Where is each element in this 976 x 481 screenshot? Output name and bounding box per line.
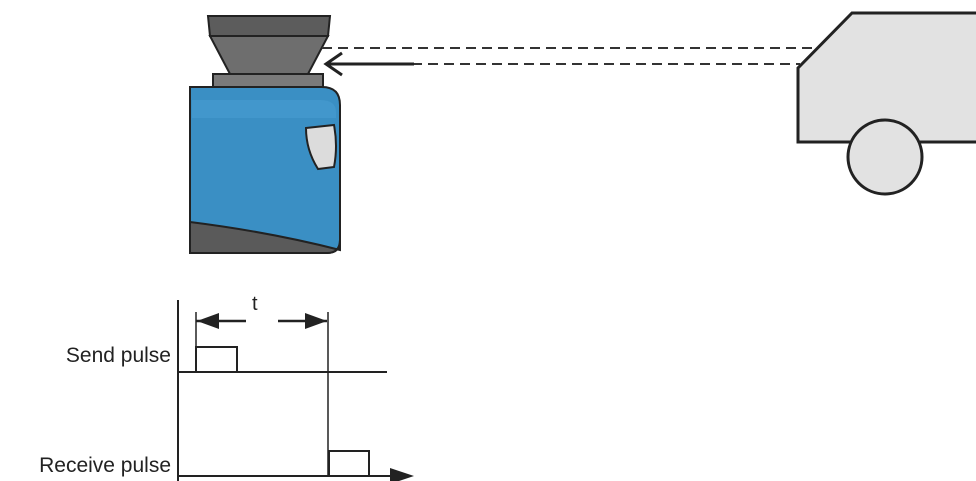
send-pulse-rect — [195, 346, 238, 373]
time-symbol-label: t — [252, 293, 258, 315]
receive-pulse-label: Receive pulse — [39, 454, 171, 477]
return-arrow-head-icon — [323, 51, 343, 77]
scanner-head-top — [206, 15, 332, 37]
laser-scanner-icon — [189, 15, 341, 254]
time-axis-arrow-head-icon — [390, 468, 414, 481]
car-icon — [796, 11, 976, 196]
car-wheel — [846, 118, 924, 196]
pulse-timing-chart — [177, 300, 414, 481]
receive-pulse-rect — [328, 450, 370, 477]
scanner-hood — [208, 35, 330, 75]
send-pulse-label: Send pulse — [65, 344, 171, 367]
scanner-window — [304, 123, 337, 171]
car-body — [796, 11, 976, 144]
scanner-base-plate — [212, 73, 324, 88]
t-arrow-left-head-icon — [197, 313, 219, 329]
scanner-bottom-skirt — [189, 220, 341, 254]
scanner-highlight — [192, 100, 336, 118]
t-arrow-right-head-icon — [305, 313, 327, 329]
laser-beams — [322, 47, 818, 77]
